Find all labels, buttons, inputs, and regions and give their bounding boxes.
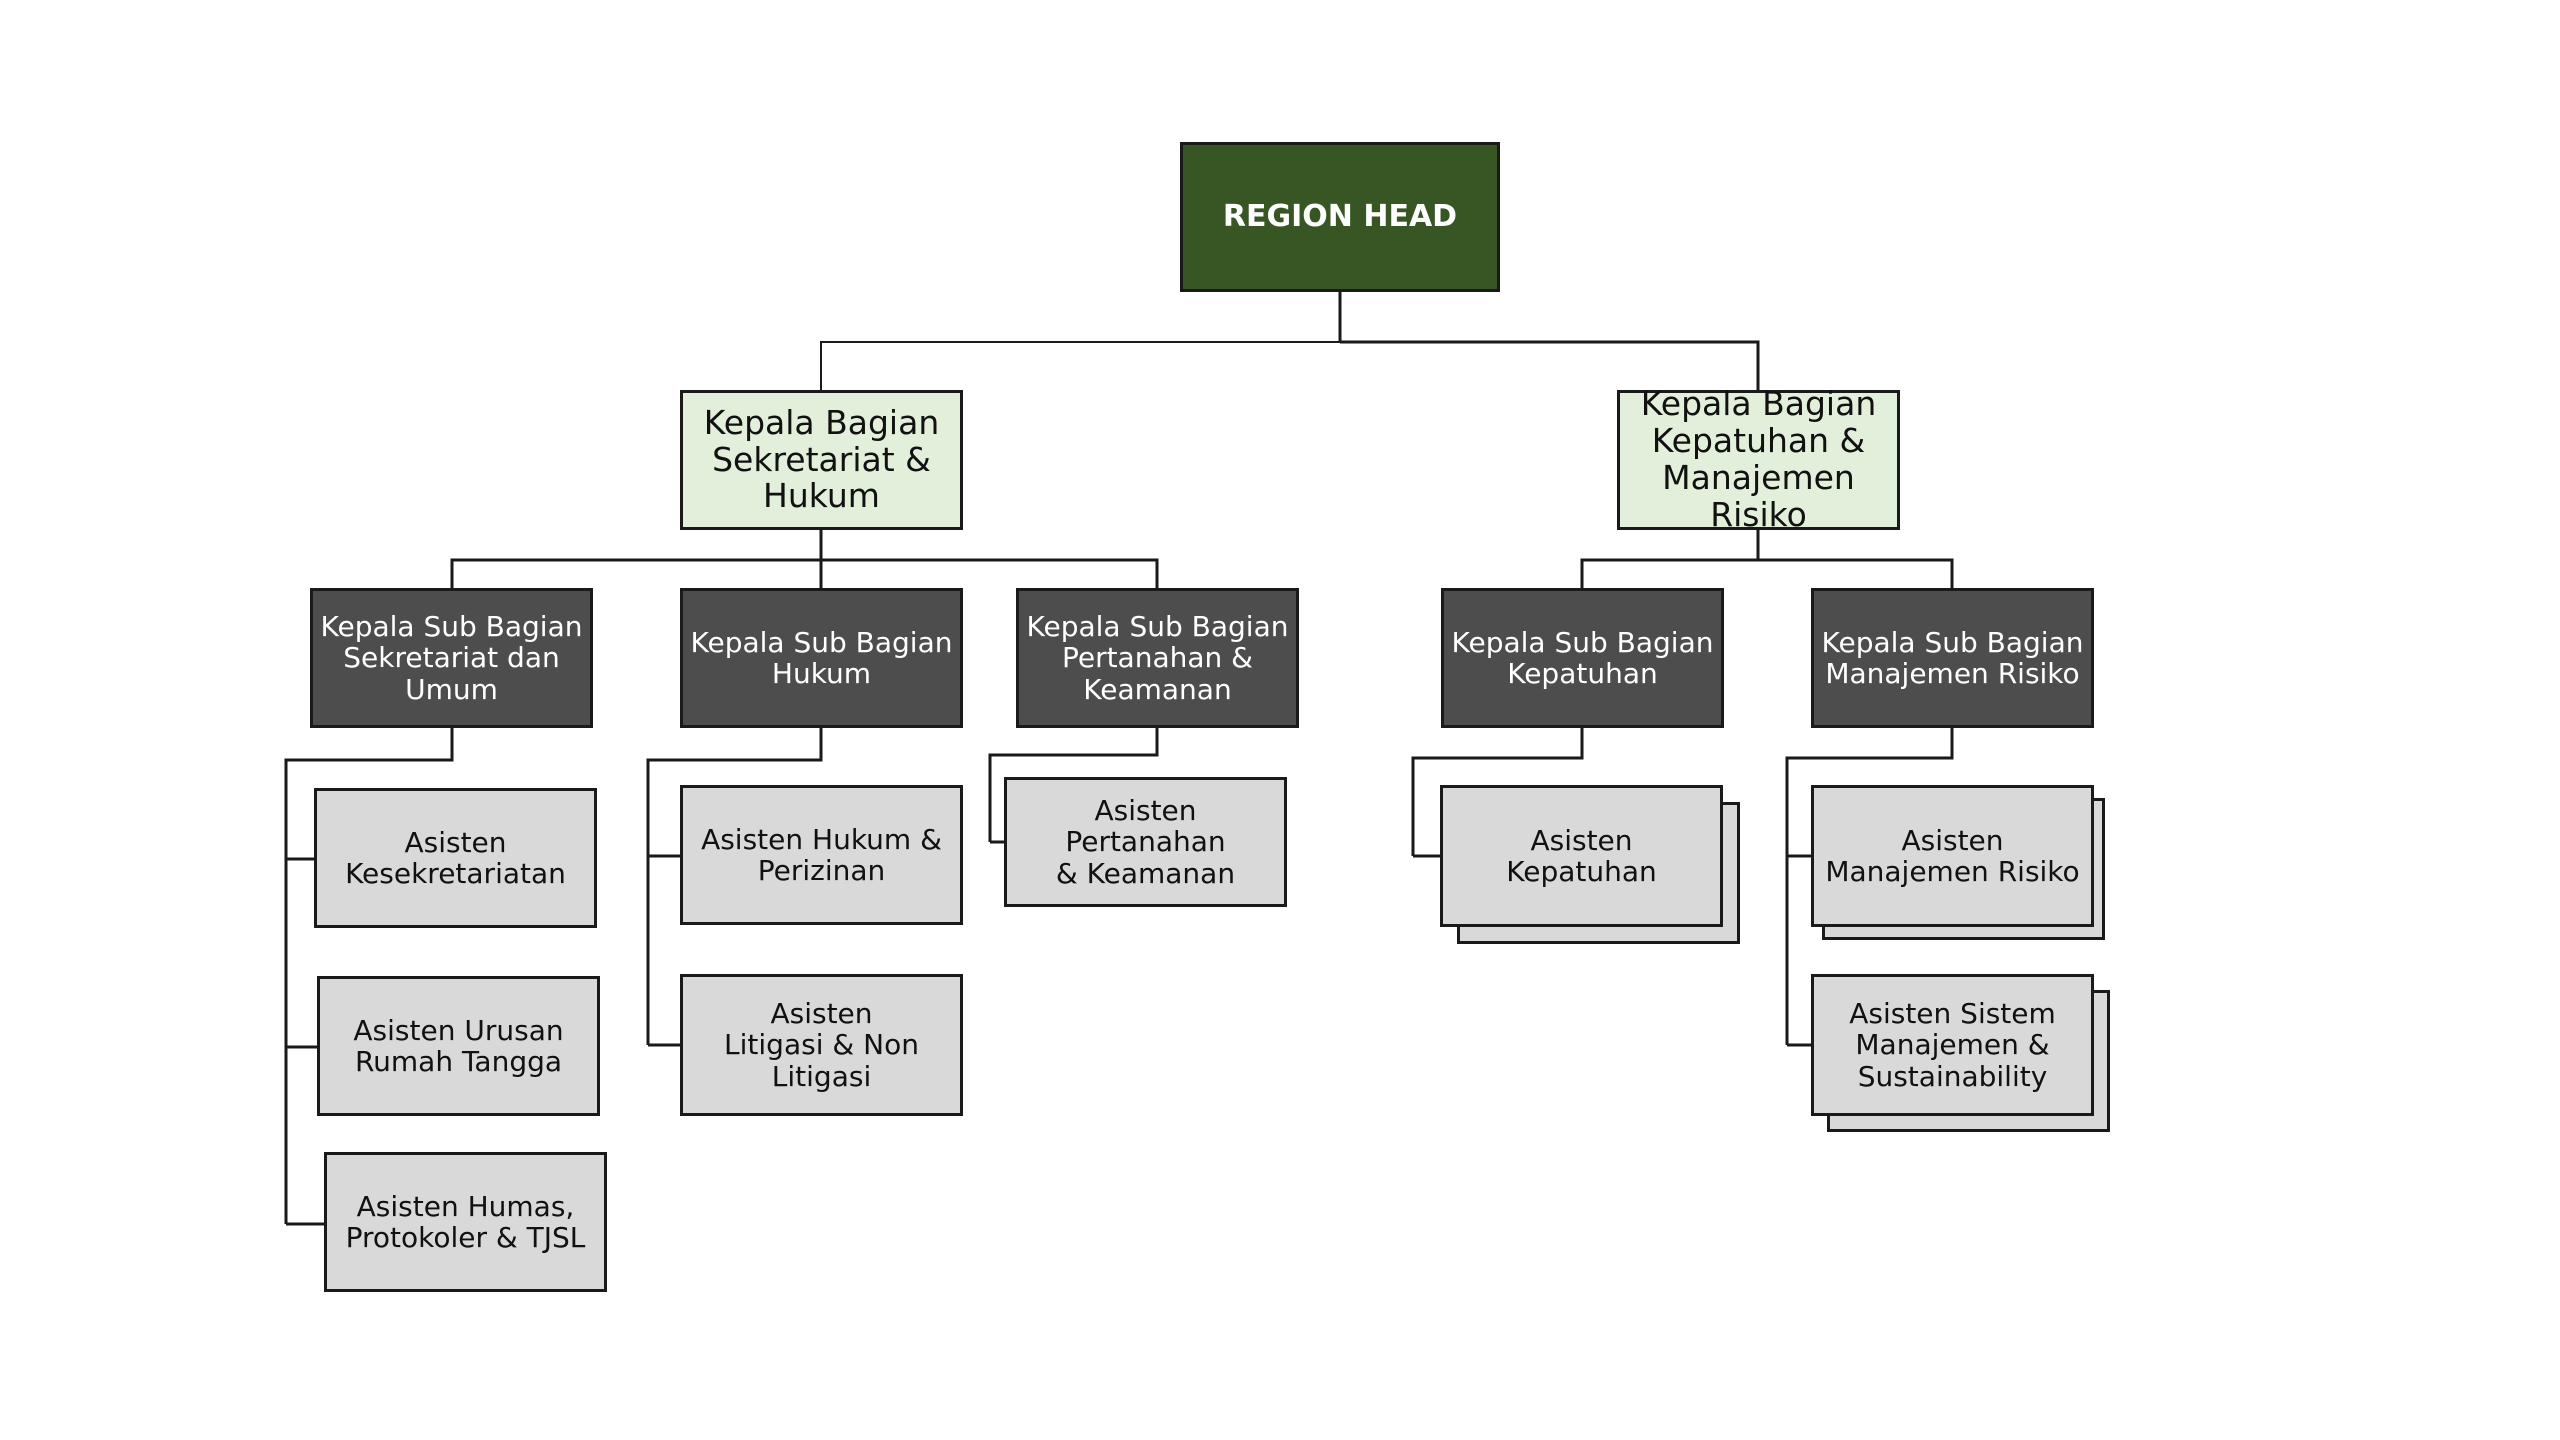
- node-asisten-kesekretariatan: Asisten Kesekretariatan: [314, 788, 597, 928]
- node-kasubag-manajemen-risiko: Kepala Sub Bagian Manajemen Risiko: [1811, 588, 2094, 728]
- node-asisten-hukum-perizinan: Asisten Hukum & Perizinan: [680, 785, 963, 925]
- node-kabag-sekretariat-hukum: Kepala Bagian Sekretariat & Hukum: [680, 390, 963, 530]
- connector-sub0-spine: [284, 728, 454, 1224]
- connector-sub3-spine: [1411, 728, 1584, 856]
- node-kabag-kepatuhan-risiko: Kepala Bagian Kepatuhan & Manajemen Risi…: [1617, 385, 1900, 533]
- connector-sub4-spine: [1785, 728, 1954, 1045]
- node-asisten-urusan-rumah-tangga: Asisten Urusan Rumah Tangga: [317, 976, 600, 1116]
- node-asisten-manajemen-risiko: Asisten Manajemen Risiko: [1811, 785, 2094, 927]
- node-kasubag-sekretariat-umum: Kepala Sub Bagian Sekretariat dan Umum: [310, 588, 593, 728]
- connector-root-bus-right: [1340, 340, 1760, 390]
- connector-div2-bus: [1580, 558, 1954, 588]
- connector-sub1-spine: [646, 728, 823, 1045]
- connector-div1-bus: [450, 558, 1159, 588]
- node-kasubag-kepatuhan: Kepala Sub Bagian Kepatuhan: [1441, 588, 1724, 728]
- node-asisten-sistem-manajemen-sustainability: Asisten Sistem Manajemen & Sustainabilit…: [1811, 974, 2094, 1116]
- node-asisten-humas-protokoler-tjsl: Asisten Humas, Protokoler & TJSL: [324, 1152, 607, 1292]
- node-asisten-kepatuhan: Asisten Kepatuhan: [1440, 785, 1723, 927]
- node-asisten-litigasi: Asisten Litigasi & Non Litigasi: [680, 974, 963, 1116]
- node-asisten-pertanahan-keamanan: Asisten Pertanahan & Keamanan: [1004, 777, 1287, 907]
- node-kasubag-pertanahan-keamanan: Kepala Sub Bagian Pertanahan & Keamanan: [1016, 588, 1299, 728]
- node-region-head: REGION HEAD: [1180, 142, 1500, 292]
- connector-root-bus-left: [820, 341, 1340, 390]
- connector-sub2-spine: [988, 728, 1159, 842]
- node-kasubag-hukum: Kepala Sub Bagian Hukum: [680, 588, 963, 728]
